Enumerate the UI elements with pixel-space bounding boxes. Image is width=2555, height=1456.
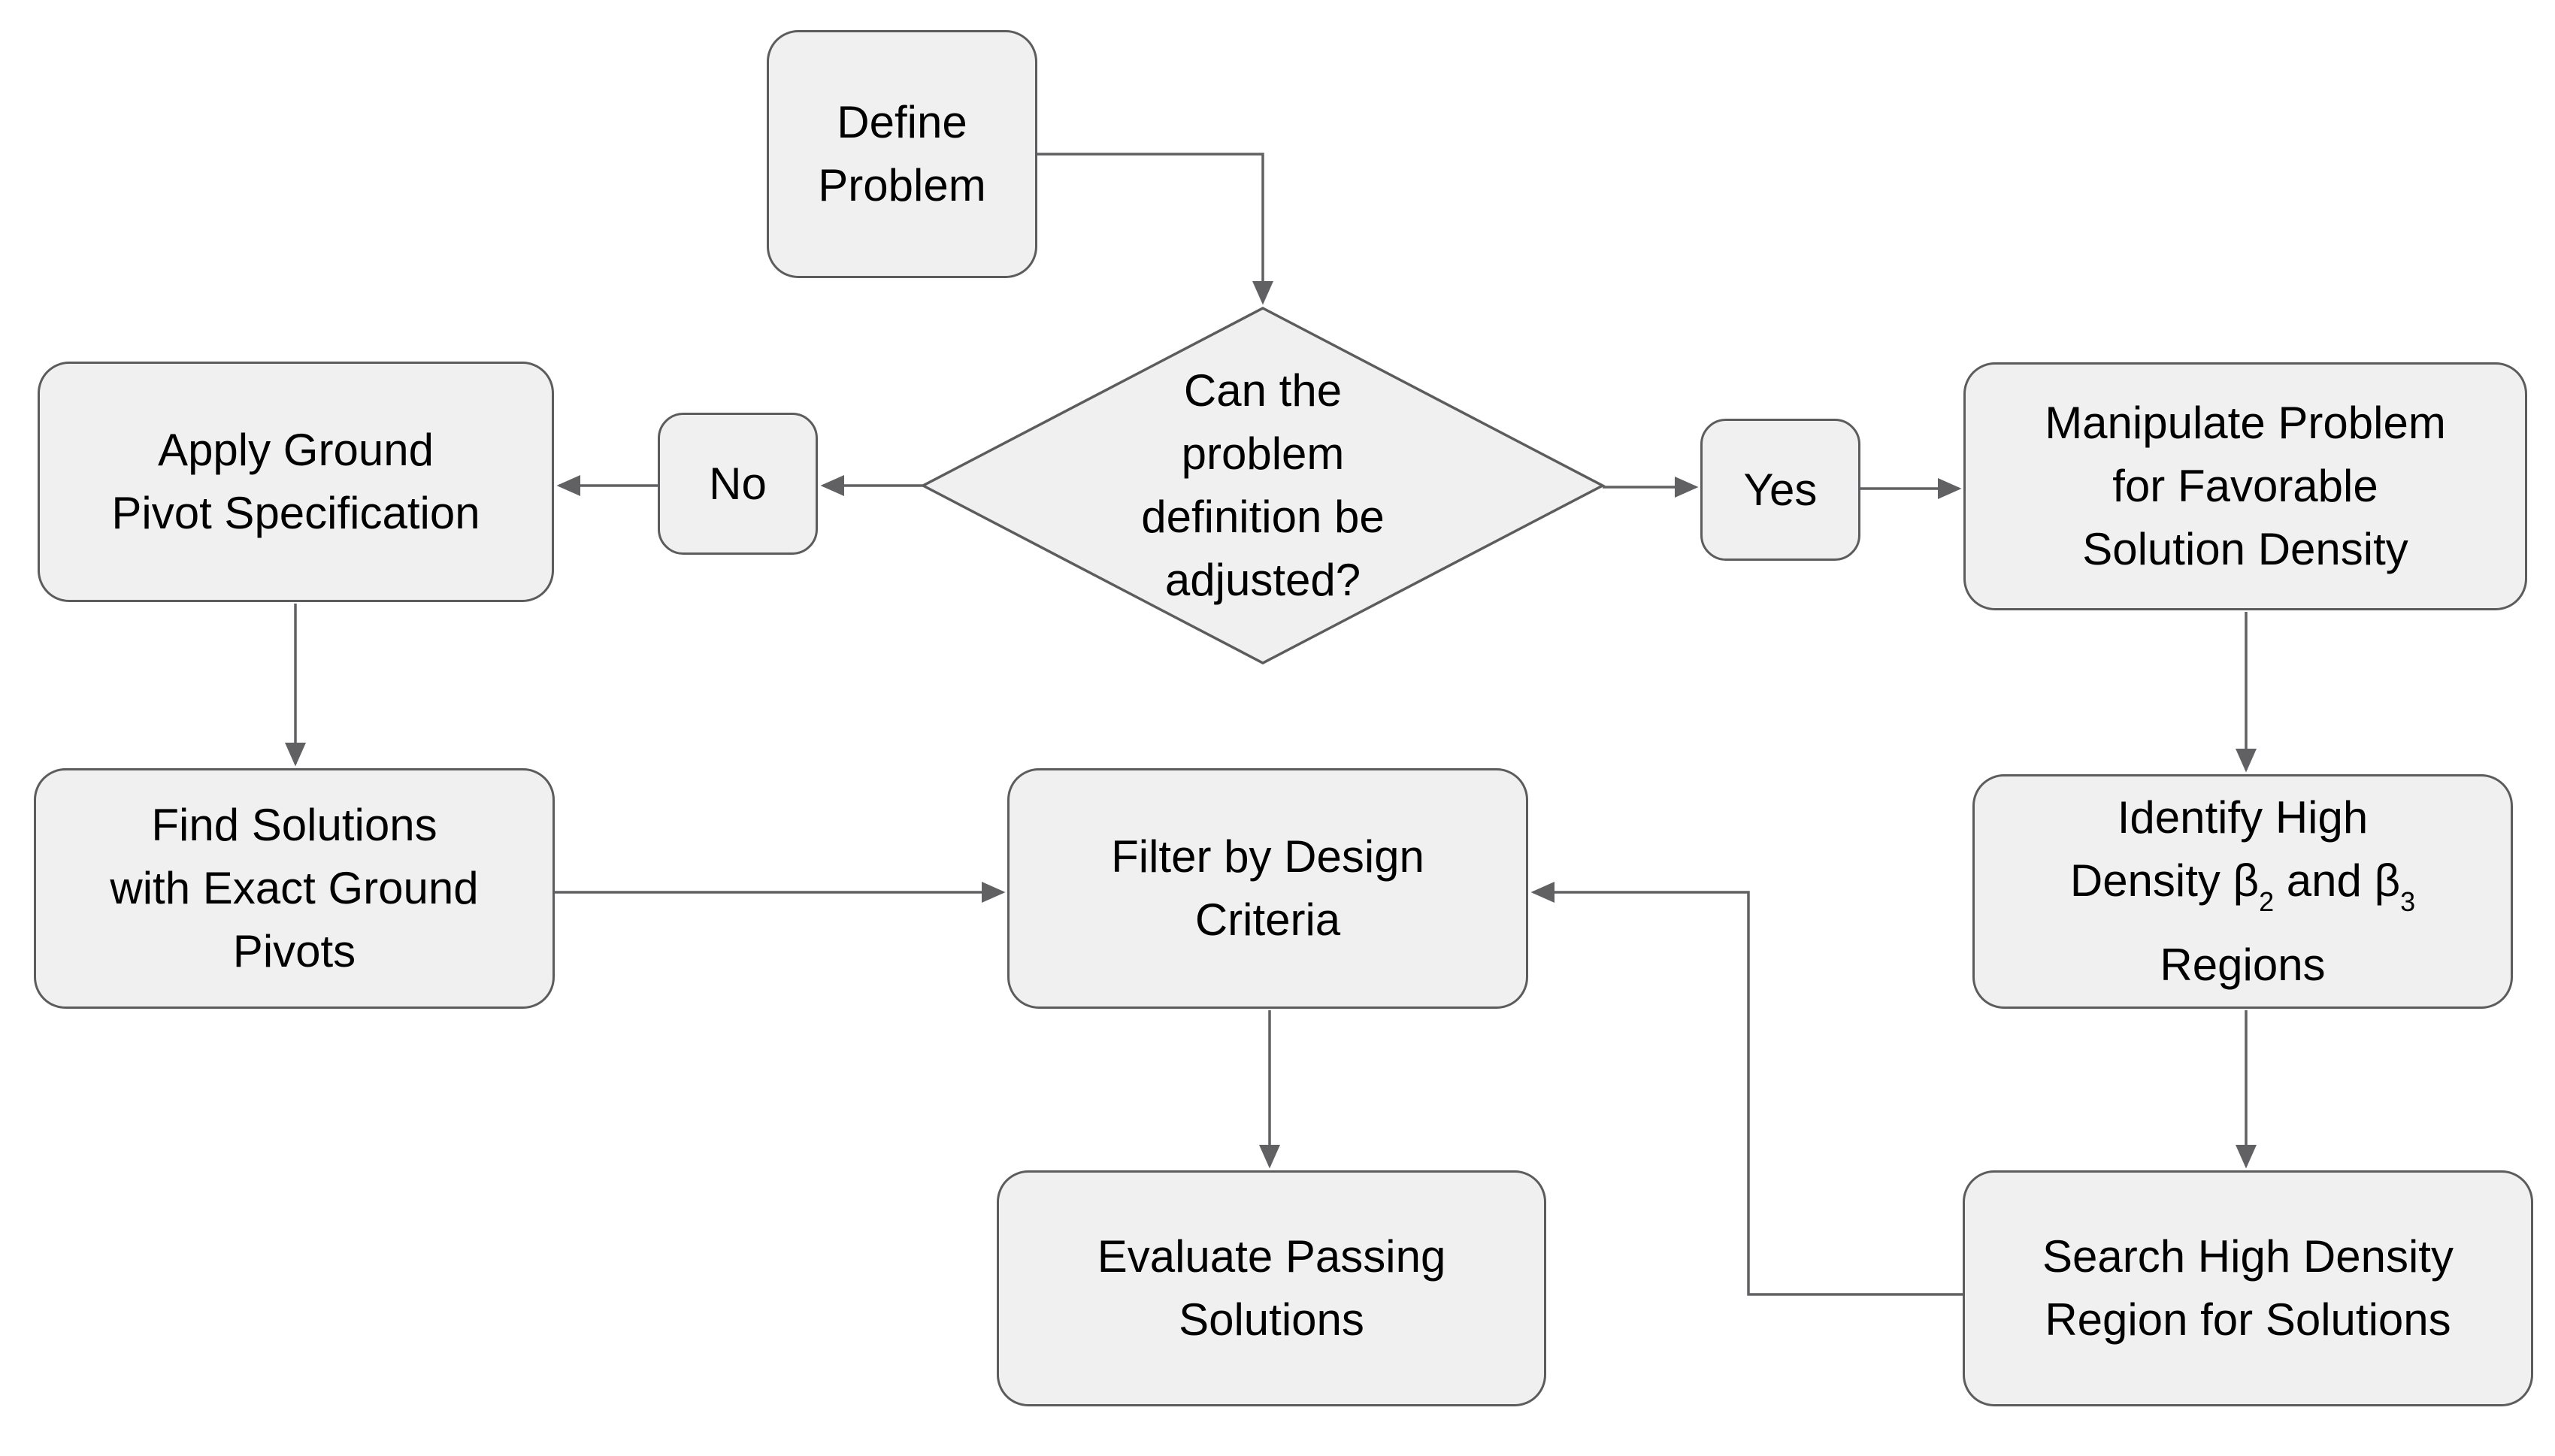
- node-label-line: Solutions: [1179, 1294, 1364, 1345]
- node-label-line: Problem: [818, 160, 986, 210]
- node-label-line-beta: Density β2 and β3: [2070, 849, 2415, 934]
- node-label-line: No: [709, 458, 767, 509]
- node-label-line: Criteria: [1194, 894, 1341, 945]
- node-filter-design-criteria: Filter by Design Criteria: [1007, 768, 1528, 1009]
- node-label-line: with Exact Ground: [110, 863, 479, 913]
- node-label-line: Pivot Specification: [111, 488, 480, 538]
- node-manipulate-problem: Manipulate Problem for Favorable Solutio…: [1963, 362, 2527, 610]
- node-label-line: Solution Density: [2082, 524, 2408, 574]
- node-label-line: Identify High: [2117, 792, 2369, 843]
- node-label-line: definition be: [1141, 492, 1385, 542]
- node-find-solutions: Find Solutions with Exact Ground Pivots: [34, 768, 555, 1009]
- beta-text: Density β: [2069, 855, 2260, 907]
- node-label-line: problem: [1181, 428, 1345, 479]
- node-label-line: Manipulate Problem: [2045, 398, 2446, 448]
- node-evaluate-passing-solutions: Evaluate Passing Solutions: [997, 1170, 1546, 1406]
- node-label-line: Region for Solutions: [2045, 1294, 2451, 1345]
- node-no-branch-label: No: [658, 413, 818, 555]
- node-label-line: Find Solutions: [151, 800, 437, 850]
- connector-search-to-filter-feedback: [1530, 882, 1963, 1296]
- beta-text: and β: [2274, 855, 2401, 907]
- node-label-line: Yes: [1743, 464, 1818, 515]
- node-search-high-density-region: Search High Density Region for Solutions: [1963, 1170, 2533, 1406]
- node-apply-ground-pivot: Apply Ground Pivot Specification: [38, 362, 554, 602]
- node-yes-branch-label: Yes: [1700, 419, 1860, 561]
- node-label-line: Pivots: [232, 926, 356, 976]
- node-label-line: Define: [837, 97, 967, 147]
- node-define-problem: Define Problem: [767, 30, 1037, 278]
- beta-subscript-2: 2: [2259, 885, 2275, 917]
- node-label-line: Filter by Design: [1111, 831, 1424, 882]
- node-label-line: Search High Density: [2042, 1231, 2454, 1282]
- beta-subscript-3: 3: [2400, 885, 2416, 917]
- connector-define-to-decision: [1037, 153, 1273, 305]
- node-label-line: Apply Ground: [158, 425, 434, 475]
- node-label-line: Evaluate Passing: [1097, 1231, 1446, 1282]
- node-identify-high-density-regions: Identify High Density β2 and β3 Regions: [1972, 774, 2513, 1009]
- node-label-line: for Favorable: [2112, 461, 2378, 511]
- decision-diamond-shape: [920, 307, 1606, 664]
- node-label-line: adjusted?: [1164, 555, 1361, 605]
- node-label-line: Can the: [1183, 365, 1343, 416]
- node-label-line: Regions: [2160, 939, 2326, 990]
- node-decision-adjust-definition-label: Can the problem definition be adjusted?: [1052, 346, 1473, 625]
